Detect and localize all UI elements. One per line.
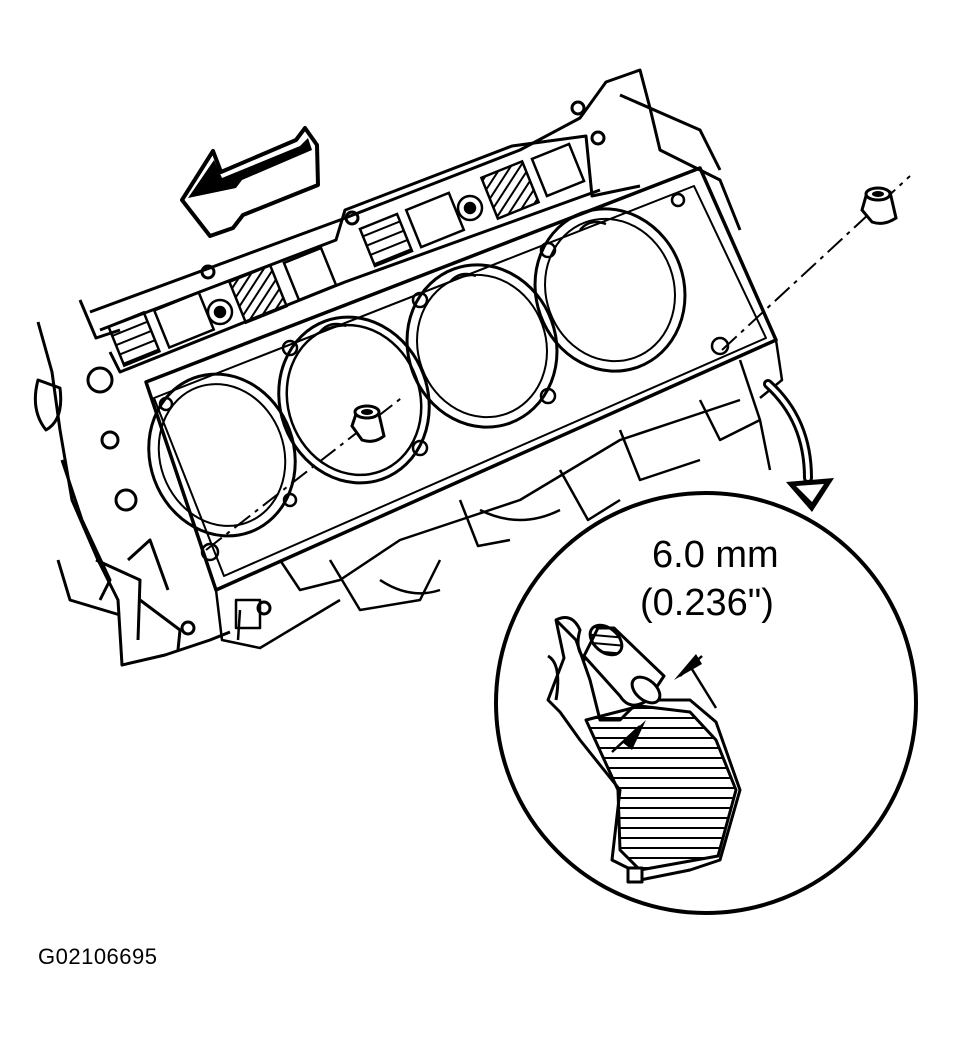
figure-id: G02106695 — [38, 944, 158, 969]
detail-dowel-section — [546, 616, 742, 884]
locating-dowel-icon — [721, 175, 911, 351]
valley-cover-area — [89, 68, 742, 374]
deck-holes — [158, 192, 730, 562]
locating-dowel-icon — [205, 395, 405, 551]
cylinder-bores — [147, 207, 687, 538]
dimension-metric-label: 6.0 mm — [652, 534, 779, 576]
curved-callout-arrow-icon — [763, 379, 834, 512]
detail-view-circle — [494, 491, 918, 915]
valve-train-detail — [106, 142, 586, 368]
dimension-imperial-label: (0.236") — [640, 582, 774, 624]
engine-block-body — [33, 299, 272, 667]
lower-block — [214, 339, 784, 650]
front-direction-arrow-icon — [180, 126, 320, 238]
